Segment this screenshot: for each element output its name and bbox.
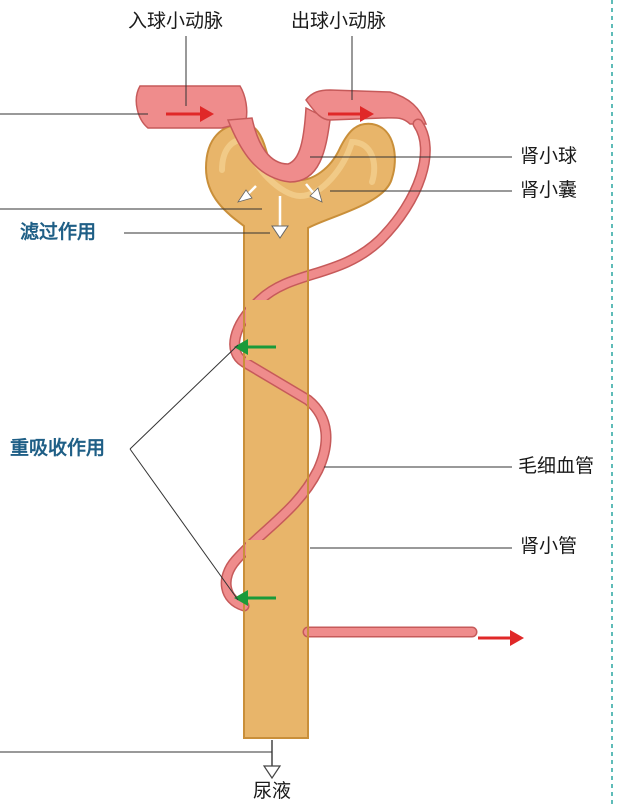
efferent-arteriole-label: 出球小动脉	[291, 12, 386, 31]
afferent-arteriole-label: 入球小动脉	[128, 12, 223, 31]
reabsorption-label: 重吸收作用	[10, 439, 105, 458]
renal-tubule-label: 肾小管	[520, 537, 577, 556]
capillary-label: 毛细血管	[518, 457, 594, 476]
renal-tubule-shape	[206, 124, 395, 738]
tubule-overlay	[246, 540, 306, 590]
bowmans-capsule-label: 肾小囊	[520, 181, 577, 200]
blood-flow-arrow-exit	[478, 630, 524, 646]
tubule-overlay	[246, 300, 306, 360]
efferent-arteriole-vessel	[306, 90, 426, 124]
filtration-label: 滤过作用	[20, 223, 96, 242]
urine-outlet-arrow	[264, 740, 280, 778]
glomerulus-label: 肾小球	[520, 147, 577, 166]
urine-label: 尿液	[253, 782, 291, 801]
